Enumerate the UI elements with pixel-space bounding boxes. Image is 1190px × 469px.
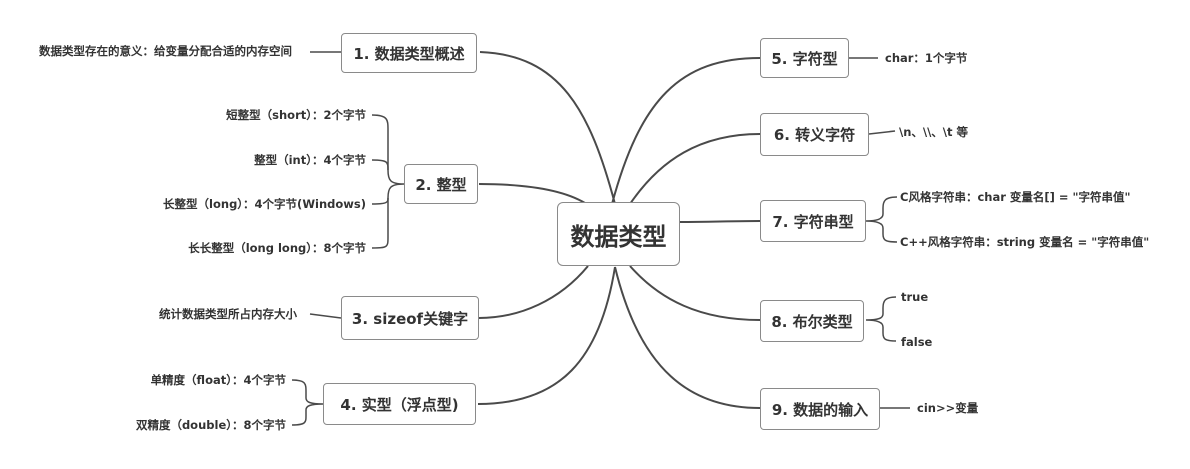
connector-t4 bbox=[477, 266, 616, 405]
leaf-true[interactable]: true bbox=[901, 290, 929, 304]
topic-label: 7. 字符串型 bbox=[772, 212, 854, 231]
connector-t5 bbox=[611, 57, 761, 205]
topic-label: 4. 实型（浮点型) bbox=[340, 395, 459, 414]
central-topic[interactable]: 数据类型 bbox=[557, 202, 680, 266]
connector-t2 bbox=[478, 183, 586, 204]
topic-label: 6. 转义字符 bbox=[773, 126, 856, 144]
leaf-double[interactable]: 双精度（double）：8个字节 bbox=[135, 418, 286, 432]
topic-data-type-overview[interactable]: 1. 数据类型概述 bbox=[341, 33, 477, 73]
leaf-int[interactable]: 整型（int）：4个字节 bbox=[254, 153, 366, 167]
connector-t8 bbox=[629, 265, 761, 321]
topic-label: 2. 整型 bbox=[415, 175, 467, 194]
leaf-sizeof-desc[interactable]: 统计数据类型所占内存大小 bbox=[159, 307, 297, 321]
leaf-long[interactable]: 长整型（long）：4个字节(Windows) bbox=[163, 197, 366, 211]
bracket-t4 bbox=[291, 379, 324, 426]
leaf-line-t3 bbox=[309, 313, 342, 319]
bracket-t7 bbox=[865, 196, 898, 243]
topic-label: 8. 布尔类型 bbox=[771, 312, 853, 331]
topic-integer[interactable]: 2. 整型 bbox=[404, 164, 478, 204]
leaf-cpp-string[interactable]: C++风格字符串：string 变量名 = "字符串值" bbox=[900, 235, 1150, 249]
topic-escape-chars[interactable]: 6. 转义字符 bbox=[760, 113, 869, 156]
leaf-char[interactable]: char：1个字节 bbox=[885, 51, 968, 65]
leaf-overview-meaning[interactable]: 数据类型存在的意义：给变量分配合适的内存空间 bbox=[39, 44, 292, 58]
connector-t1 bbox=[479, 51, 616, 205]
leaf-line-t6 bbox=[868, 130, 896, 135]
topic-bool[interactable]: 8. 布尔类型 bbox=[760, 300, 864, 342]
topic-string[interactable]: 7. 字符串型 bbox=[760, 200, 866, 242]
connector-t3 bbox=[478, 265, 589, 319]
leaf-line-t2-a bbox=[371, 159, 389, 171]
central-topic-label: 数据类型 bbox=[570, 222, 667, 251]
topic-label: 1. 数据类型概述 bbox=[353, 44, 465, 63]
topic-char[interactable]: 5. 字符型 bbox=[760, 38, 849, 78]
connector-t7 bbox=[679, 220, 761, 223]
leaf-false[interactable]: false bbox=[901, 335, 933, 349]
topic-label: 5. 字符型 bbox=[771, 49, 838, 68]
leaf-c-string[interactable]: C风格字符串：char 变量名[] = "字符串值" bbox=[900, 190, 1131, 204]
leaf-float[interactable]: 单精度（float）：4个字节 bbox=[150, 373, 286, 387]
topic-label: 3. sizeof关键字 bbox=[351, 309, 469, 328]
topic-input[interactable]: 9. 数据的输入 bbox=[760, 388, 880, 430]
leaf-short[interactable]: 短整型（short）：2个字节 bbox=[226, 108, 366, 122]
leaf-line-t2-b bbox=[371, 197, 389, 205]
bracket-t2 bbox=[371, 114, 405, 249]
connector-t9 bbox=[614, 266, 761, 409]
connector-t6 bbox=[629, 133, 761, 205]
leaf-long-long[interactable]: 长长整型（long long）：8个字节 bbox=[188, 241, 366, 255]
topic-sizeof[interactable]: 3. sizeof关键字 bbox=[341, 296, 479, 340]
bracket-t8 bbox=[865, 296, 897, 342]
leaf-escape[interactable]: \n、\\、\t 等 bbox=[899, 125, 968, 139]
topic-float[interactable]: 4. 实型（浮点型) bbox=[323, 383, 476, 425]
topic-label: 9. 数据的输入 bbox=[771, 400, 869, 419]
leaf-cin[interactable]: cin>>变量 bbox=[917, 401, 979, 415]
